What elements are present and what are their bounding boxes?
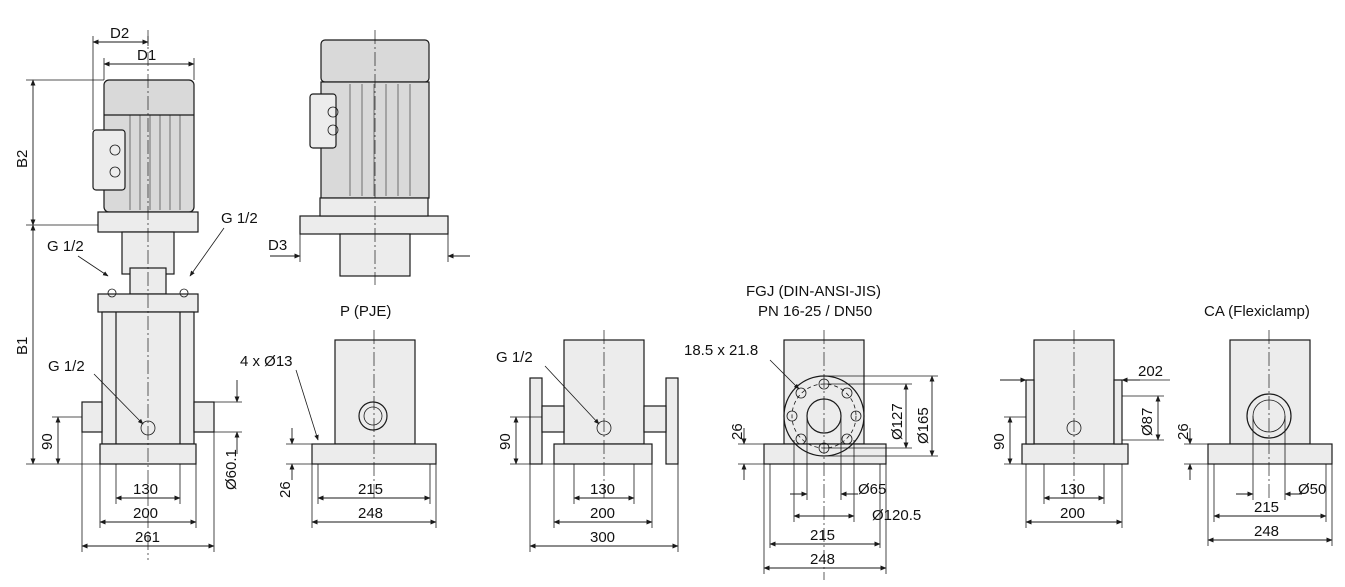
dim-label-60-1: Ø60.1: [223, 449, 240, 490]
dim-label-127: Ø127: [889, 403, 906, 440]
dim-label-120-5: Ø120.5: [872, 507, 921, 524]
dim-label-200-main: 200: [133, 505, 158, 522]
dim-label-248-fgj: 248: [810, 551, 835, 568]
dim-label-130-main: 130: [133, 481, 158, 498]
side-motor-view: D3: [268, 30, 470, 285]
dim-label-248-p: 248: [358, 505, 383, 522]
dim-label-26-ca: 26: [1175, 423, 1192, 440]
p-pje-view: P (PJE) 4 x Ø13 26 215 248: [240, 303, 437, 528]
dim-label-202: 202: [1138, 363, 1163, 380]
dim-label-90-ca: 90: [991, 433, 1008, 450]
label-g-half-oval: G 1/2: [496, 349, 533, 366]
label-g-half-bottom: G 1/2: [48, 358, 85, 375]
fgj-view: FGJ (DIN-ANSI-JIS) PN 16-25 / DN50 18.5 …: [684, 283, 938, 580]
dim-label-b2: B2: [14, 150, 31, 168]
dim-label-215-ca: 215: [1254, 499, 1279, 516]
fgj-title-line1: FGJ (DIN-ANSI-JIS): [746, 283, 881, 300]
dim-label-d3: D3: [268, 237, 287, 254]
dim-label-130-oval: 130: [590, 481, 615, 498]
dim-label-200-oval: 200: [590, 505, 615, 522]
main-pump-view: D2 D1 B2 B1 G 1/2 G 1/2 G 1/2 90 Ø60.1: [14, 25, 258, 560]
dim-label-90-main: 90: [39, 433, 56, 450]
dim-label-200-ca: 200: [1060, 505, 1085, 522]
dim-label-d2: D2: [110, 25, 129, 42]
dim-label-50: Ø50: [1298, 481, 1326, 498]
dim-label-26-p: 26: [277, 481, 294, 498]
label-slot-18-5x21-8: 18.5 x 21.8: [684, 342, 758, 359]
dim-label-b1: B1: [14, 337, 31, 355]
dim-label-26-fgj: 26: [729, 423, 746, 440]
p-pje-title: P (PJE): [340, 303, 391, 320]
label-holes-4x13: 4 x Ø13: [240, 353, 293, 370]
dim-label-90-oval: 90: [497, 433, 514, 450]
label-g-half-left-top: G 1/2: [47, 238, 84, 255]
dim-label-d1: D1: [137, 47, 156, 64]
dim-label-65: Ø65: [858, 481, 886, 498]
dim-label-165: Ø165: [915, 407, 932, 444]
dim-label-248-ca: 248: [1254, 523, 1279, 540]
fgj-title-line2: PN 16-25 / DN50: [758, 303, 872, 320]
oval-flange-view: G 1/2 90 130 200 300: [496, 330, 679, 552]
dim-label-87: Ø87: [1139, 408, 1156, 436]
ca-front-view: 202 Ø87 90 130 200: [991, 330, 1170, 528]
dim-label-215-fgj: 215: [810, 527, 835, 544]
ca-title: CA (Flexiclamp): [1204, 303, 1310, 320]
dim-label-130-ca: 130: [1060, 481, 1085, 498]
dim-label-261-main: 261: [135, 529, 160, 546]
label-g-half-right-top: G 1/2: [221, 210, 258, 227]
dim-label-215-p: 215: [358, 481, 383, 498]
ca-side-view: CA (Flexiclamp) 26 Ø50 215 248: [1175, 303, 1333, 546]
dim-label-300-oval: 300: [590, 529, 615, 546]
